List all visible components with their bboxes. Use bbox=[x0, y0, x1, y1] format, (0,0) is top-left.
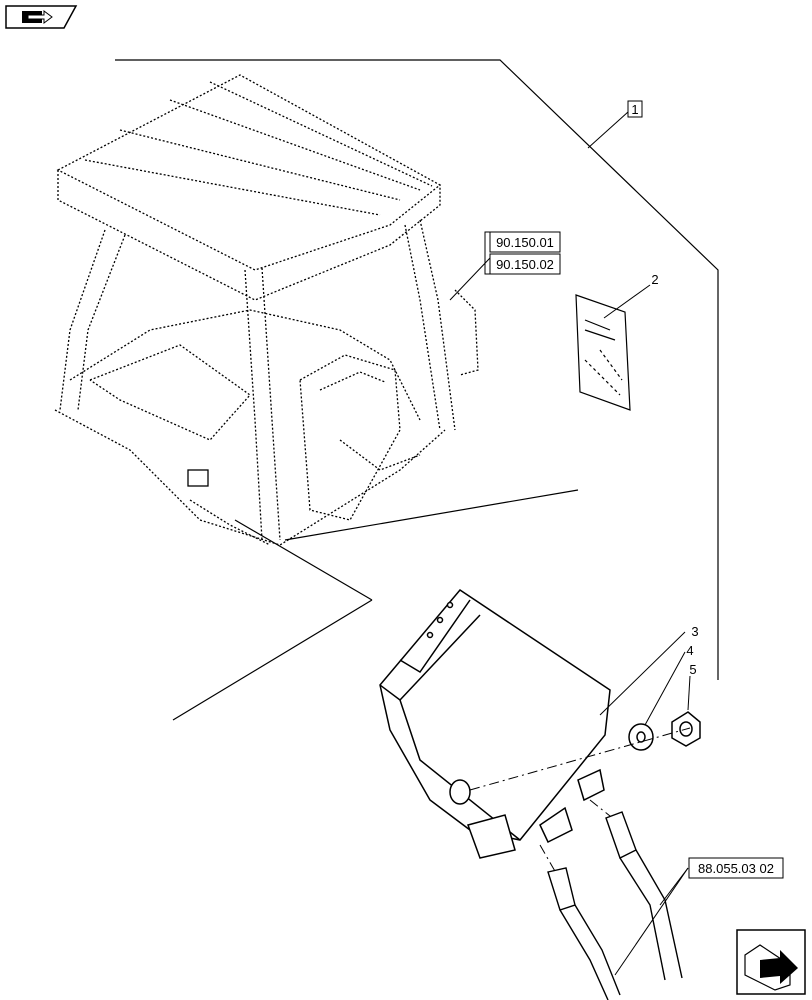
controller-module-drawing bbox=[379, 589, 611, 859]
callout-leaders bbox=[449, 111, 691, 976]
harness-plug-left bbox=[547, 867, 621, 1000]
frame-lines bbox=[115, 59, 719, 721]
cab-frame-drawing bbox=[54, 74, 479, 546]
operator-manual-drawing bbox=[575, 294, 631, 411]
ref-90-150-02[interactable]: 90.150.02 bbox=[496, 257, 554, 272]
next-page-arrow-icon[interactable] bbox=[736, 929, 806, 995]
item-4-label: 4 bbox=[686, 643, 693, 658]
washer-drawing bbox=[628, 723, 654, 751]
book-arrow-icon[interactable] bbox=[5, 5, 78, 29]
item-5-label: 5 bbox=[689, 662, 696, 677]
cab-cross-reference[interactable]: 90.150.01 90.150.02 bbox=[484, 231, 561, 275]
ref-88-055-03-02[interactable]: 88.055.03 02 bbox=[698, 861, 774, 876]
item-3-label: 3 bbox=[691, 624, 698, 639]
ref-90-150-01[interactable]: 90.150.01 bbox=[496, 235, 554, 250]
item-1-label: 1 bbox=[631, 102, 638, 117]
item-2-label: 2 bbox=[651, 272, 658, 287]
item-1-callout: 1 bbox=[627, 100, 643, 118]
harness-cross-reference[interactable]: 88.055.03 02 bbox=[688, 857, 784, 879]
harness-plug-right bbox=[605, 811, 683, 981]
